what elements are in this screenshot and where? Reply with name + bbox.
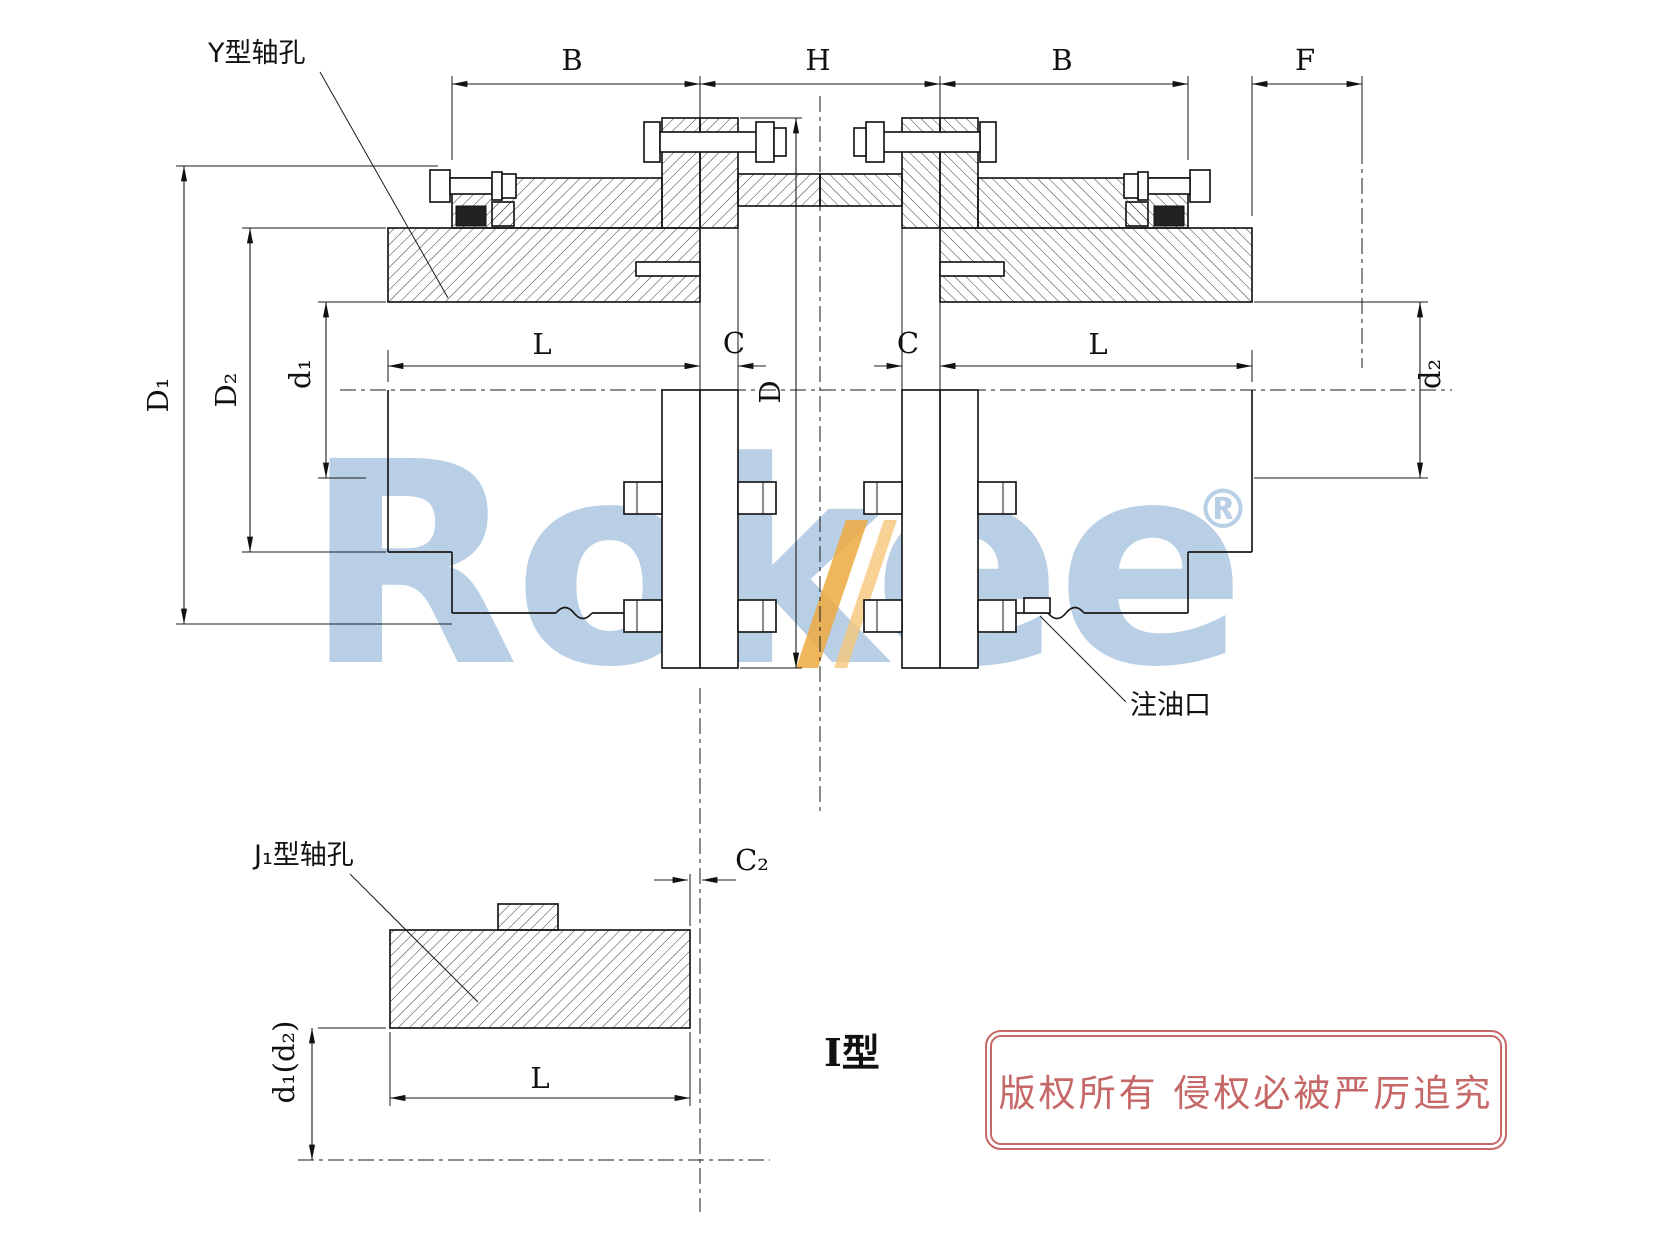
dim-label-f: F bbox=[1295, 43, 1315, 77]
dim-label-b-right: B bbox=[1051, 43, 1072, 77]
leader-y-bore bbox=[319, 71, 449, 299]
copyright-stamp: 版权所有 侵权必被严厉追究 bbox=[985, 1030, 1507, 1150]
dim-label-l-right: L bbox=[1088, 327, 1107, 361]
bottom-view-hub bbox=[389, 903, 691, 1029]
leader-j1-bore bbox=[349, 873, 479, 1003]
dim-label-D1: D₁ bbox=[141, 378, 175, 413]
dim-label-c2: C₂ bbox=[735, 843, 769, 877]
dim-label-d2: d₂ bbox=[1413, 359, 1447, 389]
dimension-labels: B H B F D₁ D₂ d₁ D d₂ L C C L C₂ L d₁(d₂… bbox=[141, 43, 1447, 1104]
dim-label-h: H bbox=[805, 43, 830, 77]
dim-label-c-right: C bbox=[897, 326, 919, 360]
leader-oil-port bbox=[1039, 615, 1127, 703]
watermark-logo-text: Rokee bbox=[304, 403, 1240, 729]
copyright-stamp-text: 版权所有 侵权必被严厉追究 bbox=[998, 1072, 1494, 1115]
callout-oil-port: 注油口 bbox=[1130, 690, 1211, 721]
dim-label-d1: d₁ bbox=[283, 359, 317, 389]
type-mark-label: I型 bbox=[824, 1030, 880, 1075]
callout-y-bore: Y型轴孔 bbox=[207, 38, 306, 69]
center-lines bbox=[298, 96, 1452, 1212]
dim-label-c-left: C bbox=[723, 326, 745, 360]
watermark-orange-stripe bbox=[796, 520, 868, 668]
watermark-orange-stripe-light bbox=[834, 520, 897, 668]
callout-j1-bore: J₁型轴孔 bbox=[252, 840, 354, 871]
oil-injection-hole bbox=[1023, 597, 1051, 614]
dim-label-D2: D₂ bbox=[209, 373, 243, 408]
dim-label-l-bottom: L bbox=[530, 1061, 549, 1095]
dim-label-d1d2: d₁(d₂) bbox=[267, 1020, 301, 1103]
dim-label-D: D bbox=[753, 380, 787, 403]
callouts: Y型轴孔 注油口 J₁型轴孔 I型 bbox=[207, 38, 1211, 1075]
dim-label-l-left: L bbox=[532, 327, 551, 361]
dimension-lines bbox=[180, 80, 1424, 1160]
dim-label-b-left: B bbox=[561, 43, 582, 77]
registered-mark-icon: ® bbox=[1196, 478, 1250, 541]
brand-watermark: Rokee ® bbox=[304, 403, 1250, 729]
